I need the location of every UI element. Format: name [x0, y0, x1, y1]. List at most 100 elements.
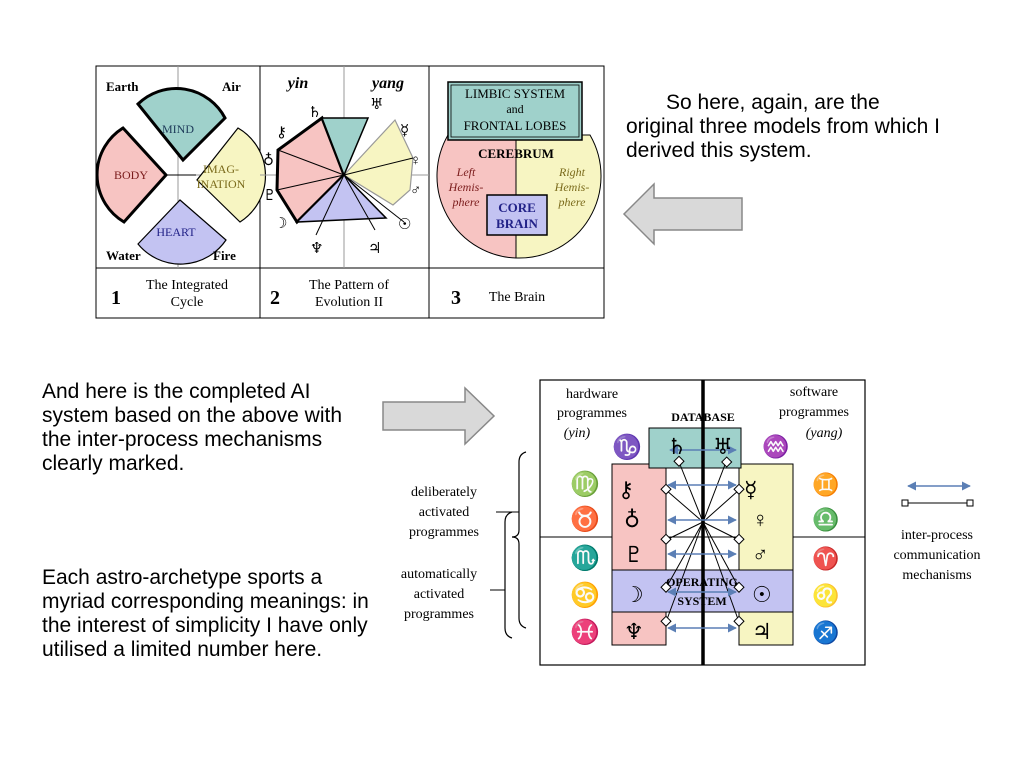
earth-symbol-icon: ♁	[263, 152, 274, 169]
system-jupiter-icon: ♃	[752, 619, 772, 644]
deliberate-label-3: programmes	[409, 525, 479, 540]
system-planet-glyphs: ♄ ♅ ⚷ ☿ ♁ ♀ ♇ ♂ ☽ ☉ ♆ ♃	[618, 434, 772, 644]
m1-imagination-label-1: IMAG-	[203, 162, 239, 176]
system-yang-column	[738, 463, 794, 646]
m1-fire-label: Fire	[213, 248, 236, 263]
moon-icon: ☽	[274, 216, 287, 232]
cancer-icon: ♋	[570, 581, 600, 609]
software-label-2: programmes	[779, 405, 849, 420]
m2-top-polygon	[320, 117, 370, 178]
m1-number: 1	[111, 287, 121, 309]
m3-left-label-3: phere	[452, 195, 481, 209]
m3-core-label-2: BRAIN	[496, 216, 539, 231]
aquarius-icon: ♒	[762, 434, 789, 459]
software-label-1: software	[790, 385, 838, 400]
m2-rays	[276, 149, 414, 236]
left-pointing-arrow	[622, 182, 743, 246]
system-saturn-icon: ♄	[667, 434, 687, 459]
aries-icon: ♈	[812, 546, 839, 571]
right-pointing-arrow	[382, 386, 496, 446]
system-chiron-icon: ⚷	[618, 477, 634, 502]
legend-label-3: mechanisms	[902, 568, 971, 583]
saturn-icon: ♄	[308, 105, 321, 121]
bracket-outer	[511, 451, 527, 629]
jupiter-icon: ♃	[368, 241, 381, 257]
virgo-icon: ♍	[570, 470, 600, 498]
system-connector-diamonds	[660, 455, 745, 627]
pisces-icon: ♓	[570, 618, 600, 646]
m1-caption-2: Cycle	[171, 295, 204, 310]
legend-label-2: communication	[893, 548, 980, 563]
m3-caption: The Brain	[489, 290, 545, 305]
m1-heart-segment	[137, 199, 227, 265]
m3-core-label-1: CORE	[498, 200, 536, 215]
m2-planet-glyphs: ♄ ♅ ⚷ ☿ ♁ ♀ ♇ ♂ ☽ ☉ ♆ ♃	[263, 97, 421, 257]
automatic-label-1: automatically	[401, 567, 477, 582]
automatic-label-2: activated	[414, 587, 465, 602]
m2-yin-label: yin	[286, 75, 309, 92]
operating-system-label-1: OPERATING	[666, 575, 738, 589]
system-uranus-icon: ♅	[713, 434, 733, 459]
system-mars-icon: ♂	[752, 542, 769, 567]
m3-limbic-label-3: FRONTAL LOBES	[464, 118, 567, 133]
inter-process-arrows	[667, 445, 737, 633]
pluto-icon: ♇	[263, 188, 276, 204]
models-frame	[95, 65, 605, 319]
capricorn-icon: ♑	[612, 433, 642, 461]
mercury-icon: ☿	[400, 123, 409, 139]
system-mercury-icon: ☿	[744, 477, 758, 502]
m1-heart-label: HEART	[156, 225, 196, 239]
m1-earth-label: Earth	[106, 79, 139, 94]
system-neptune-icon: ♆	[624, 619, 644, 644]
m2-yang-label: yang	[370, 75, 404, 92]
m2-yang-polygon	[343, 118, 414, 206]
system-zodiac-right: ♒ ♊ ♎ ♈ ♌ ♐	[762, 434, 839, 645]
hardware-label-1: hardware	[566, 387, 618, 402]
hardware-label-3: (yin)	[564, 426, 591, 441]
scorpio-icon: ♏	[570, 544, 600, 572]
software-label-3: (yang)	[806, 426, 843, 441]
system-zodiac-left: ♑ ♍ ♉ ♏ ♋ ♓	[570, 433, 642, 646]
m3-number: 3	[451, 287, 461, 309]
m1-imagination-label-2: INATION	[197, 177, 246, 191]
system-moon-icon: ☽	[624, 582, 644, 607]
automatic-label-3: programmes	[404, 607, 474, 622]
leo-icon: ♌	[812, 583, 839, 608]
system-venus-icon: ♀	[752, 507, 769, 532]
system-earth-icon: ♁	[624, 507, 640, 532]
m2-caption-2: Evolution II	[315, 295, 383, 310]
m2-caption-1: The Pattern of	[309, 278, 389, 293]
m1-mind-segment	[135, 87, 227, 163]
m3-cerebrum-label: CEREBRUM	[478, 146, 554, 161]
system-pluto-icon: ♇	[624, 542, 644, 567]
m3-limbic-label-1: LIMBIC SYSTEM	[465, 86, 565, 101]
m3-right-label-2: Hemis-	[554, 180, 590, 194]
bracket-inner	[504, 511, 513, 639]
libra-icon: ♎	[812, 507, 839, 532]
neptune-icon: ♆	[310, 241, 323, 257]
venus-icon: ♀	[410, 153, 421, 169]
hardware-label-2: programmes	[557, 406, 627, 421]
chiron-icon: ⚷	[276, 125, 287, 141]
mars-icon: ♂	[410, 183, 421, 199]
m1-body-segment	[95, 126, 169, 224]
m1-body-label: BODY	[114, 168, 148, 182]
m3-right-label-3: phere	[558, 195, 587, 209]
m3-core-box	[486, 194, 548, 236]
m3-limbic-box	[447, 81, 583, 141]
operating-system-label-2: SYSTEM	[677, 594, 726, 608]
database-label: DATABASE	[671, 410, 735, 424]
deliberate-label-1: deliberately	[411, 485, 477, 500]
legend-label-1: inter-process	[901, 528, 973, 543]
system-yin-column	[611, 463, 667, 646]
astro-archetype-paragraph: Each astro-archetype sports a myriad cor…	[42, 566, 369, 661]
intro-paragraph: So here, again, are the original three m…	[626, 91, 940, 162]
m1-mind-label: MIND	[162, 122, 194, 136]
taurus-icon: ♉	[570, 505, 600, 533]
m2-number: 2	[270, 287, 280, 309]
gemini-icon: ♊	[812, 472, 839, 497]
m1-caption-1: The Integrated	[146, 278, 228, 293]
m3-right-label-1: Right	[558, 165, 586, 179]
system-sun-icon: ☉	[752, 582, 772, 607]
